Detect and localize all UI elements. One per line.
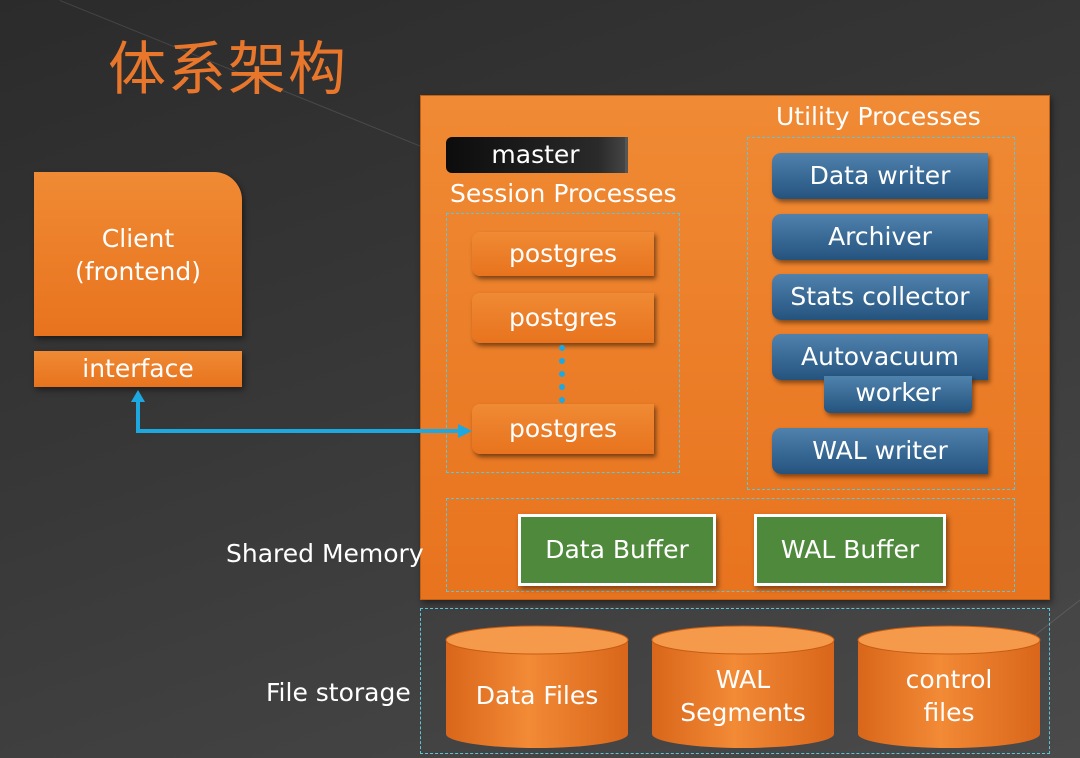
data-files-cylinder bbox=[445, 625, 629, 748]
session-process-postgres: postgres bbox=[472, 232, 654, 276]
data-files-text: Data Files bbox=[446, 679, 628, 712]
autovacuum-label: Autovacuum bbox=[801, 342, 959, 371]
process-continuation-dots bbox=[559, 345, 565, 403]
postgres-label: postgres bbox=[509, 303, 617, 332]
client-subtitle: (frontend) bbox=[74, 257, 202, 286]
session-processes-group bbox=[446, 213, 680, 473]
data-writer-label: Data writer bbox=[809, 161, 951, 190]
session-process-postgres: postgres bbox=[472, 404, 654, 454]
master-process: master bbox=[446, 137, 628, 173]
data-buffer-box: Data Buffer bbox=[518, 514, 716, 586]
interface-box: interface bbox=[34, 351, 242, 387]
data-buffer-label: Data Buffer bbox=[545, 535, 689, 564]
autovacuum-worker-label: worker bbox=[855, 378, 941, 407]
utility-processes-group bbox=[747, 137, 1015, 490]
postgres-label: postgres bbox=[509, 414, 617, 443]
interface-label: interface bbox=[82, 354, 194, 383]
wal-buffer-label: WAL Buffer bbox=[780, 535, 920, 564]
utility-process-autovacuum: Autovacuum bbox=[772, 334, 988, 380]
shared-memory-label: Shared Memory bbox=[226, 539, 424, 568]
session-process-postgres: postgres bbox=[472, 293, 654, 343]
wal-segments-cylinder bbox=[651, 625, 835, 748]
client-frontend-box: Client (frontend) bbox=[34, 172, 242, 336]
master-label: master bbox=[491, 140, 580, 169]
utility-processes-label: Utility Processes bbox=[776, 102, 981, 131]
shared-memory-group bbox=[446, 498, 1015, 592]
utility-process-wal-writer: WAL writer bbox=[772, 428, 988, 474]
client-label: Client bbox=[101, 224, 175, 253]
wal-segments-line2: Segments bbox=[680, 698, 806, 727]
postgres-label: postgres bbox=[509, 239, 617, 268]
control-files-cylinder bbox=[857, 625, 1041, 748]
session-processes-label: Session Processes bbox=[450, 179, 677, 208]
wal-buffer-box: WAL Buffer bbox=[754, 514, 946, 586]
control-files-line1: control bbox=[905, 665, 993, 694]
control-files-text: control files bbox=[858, 663, 1040, 729]
utility-process-data-writer: Data writer bbox=[772, 153, 988, 199]
wal-writer-label: WAL writer bbox=[812, 436, 948, 465]
control-files-line2: files bbox=[923, 698, 975, 727]
utility-process-autovacuum-worker: worker bbox=[824, 376, 972, 413]
file-storage-group bbox=[420, 608, 1050, 754]
wal-segments-text: WAL Segments bbox=[652, 663, 834, 729]
stats-collector-label: Stats collector bbox=[790, 282, 970, 311]
utility-process-stats-collector: Stats collector bbox=[772, 274, 988, 320]
data-files-label: Data Files bbox=[475, 681, 599, 710]
wal-segments-line1: WAL bbox=[715, 665, 771, 694]
utility-process-archiver: Archiver bbox=[772, 214, 988, 260]
archiver-label: Archiver bbox=[828, 222, 932, 251]
page-title: 体系架构 bbox=[108, 35, 349, 103]
file-storage-label: File storage bbox=[266, 678, 411, 707]
